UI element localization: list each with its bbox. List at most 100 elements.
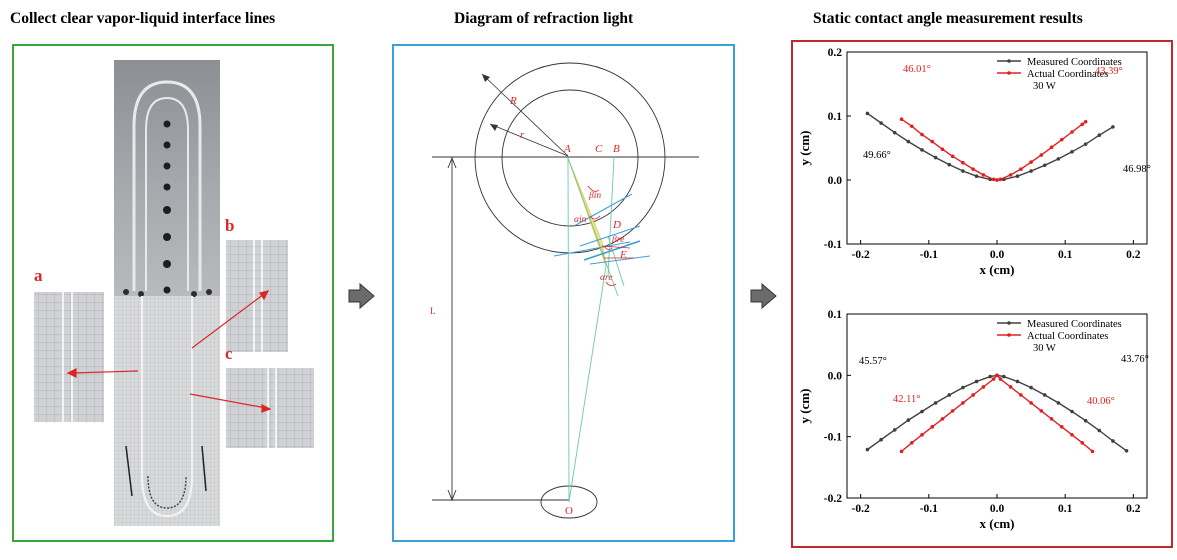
data-point [930, 425, 935, 429]
data-point [1070, 433, 1074, 437]
legend-entry: Measured Coordinates [1027, 57, 1122, 68]
label-alpha-re: αre [600, 273, 613, 283]
data-point [950, 154, 955, 159]
y-tick-label: 0.0 [828, 175, 843, 187]
data-point [906, 418, 911, 422]
flow-arrow-1 [348, 282, 375, 310]
data-point [1097, 428, 1102, 433]
x-tick-label: -0.1 [920, 249, 938, 261]
legend-marker [1007, 59, 1011, 63]
label-D: D [612, 219, 621, 231]
y-tick-label: 0.0 [828, 370, 843, 382]
data-point [1019, 167, 1023, 171]
data-point [1049, 145, 1054, 150]
data-point [1080, 441, 1085, 445]
data-point [930, 139, 935, 144]
data-point [981, 173, 986, 177]
data-point [947, 393, 952, 397]
data-point [961, 385, 965, 390]
data-point [1070, 150, 1074, 154]
data-point [991, 177, 996, 182]
data-point [1097, 133, 1102, 137]
label-alpha-in: αin [574, 215, 587, 225]
y-tick-label: -0.1 [824, 239, 842, 251]
label-B: B [613, 143, 620, 155]
data-point [961, 401, 965, 405]
data-point [1070, 409, 1074, 414]
data-point [1015, 379, 1020, 384]
data-point [971, 393, 975, 397]
data-point [933, 401, 938, 405]
legend-entry: Actual Coordinates [1027, 331, 1108, 342]
data-point [1039, 409, 1044, 413]
angle-annotation: 46.98° [1123, 164, 1151, 175]
data-point [1029, 169, 1033, 173]
legend-marker [1007, 71, 1011, 75]
angle-annotation: 43.76° [1121, 354, 1149, 365]
y-tick-label: 0.1 [828, 309, 843, 321]
x-tick-label: 0.2 [1126, 503, 1141, 515]
data-point [1008, 173, 1013, 177]
data-point [995, 373, 999, 378]
angle-annotation: 49.66° [863, 150, 891, 161]
data-point [947, 162, 952, 167]
data-point [1056, 401, 1061, 405]
label-beta-re: βre [611, 235, 624, 245]
data-point [1083, 142, 1088, 146]
right-panel-title: Static contact angle measurement results [813, 10, 1083, 27]
middle-panel-title: Diagram of refraction light [454, 10, 634, 27]
data-point [909, 441, 914, 445]
data-point [940, 147, 945, 152]
angle-annotation: 43.39° [1095, 66, 1123, 77]
legend-marker [1007, 321, 1011, 325]
y-tick-label: -0.1 [824, 432, 842, 444]
data-point [933, 155, 938, 160]
left-panel: a b c [12, 44, 334, 542]
inset-label-a: a [34, 266, 43, 285]
x-tick-label: -0.2 [852, 249, 870, 261]
data-point [1042, 163, 1047, 168]
data-point [1042, 393, 1047, 397]
data-point [1008, 385, 1013, 389]
data-point [1029, 401, 1033, 405]
data-point [998, 377, 1003, 381]
data-point [909, 124, 914, 129]
x-tick-label: -0.1 [920, 503, 938, 515]
angle-annotation: 46.01° [903, 64, 931, 75]
data-point [1083, 119, 1088, 124]
data-point [974, 379, 979, 384]
data-point [1111, 439, 1115, 443]
data-point [991, 377, 996, 381]
data-point [1080, 122, 1085, 127]
data-point [1059, 137, 1064, 142]
y-tick-label: -0.2 [824, 493, 842, 505]
x-tick-label: 0.0 [990, 503, 1005, 515]
data-point [1029, 385, 1033, 390]
inset-label-b: b [225, 216, 235, 235]
y-tick-label: 0.1 [828, 111, 843, 123]
label-O: O [565, 505, 573, 517]
data-point [1039, 153, 1044, 157]
data-point [995, 178, 999, 182]
series-line-2 [901, 374, 1093, 452]
angle-annotation: 40.06° [1087, 396, 1115, 407]
data-point [865, 111, 870, 116]
legend-entry: 30 W [1033, 343, 1056, 354]
x-tick-label: 0.0 [990, 249, 1005, 261]
photo-composite [34, 60, 314, 526]
label-r: r [520, 129, 525, 141]
legend-entry: 30 W [1033, 81, 1056, 92]
data-point [1111, 125, 1115, 129]
label-L: L [430, 306, 436, 316]
data-point [988, 374, 992, 379]
refraction-diagram: R r A C B βin αin D βre E αre L O [430, 62, 699, 519]
label-R: R [509, 95, 517, 107]
data-point [940, 417, 945, 421]
data-point [920, 148, 924, 152]
data-point [961, 160, 965, 165]
y-axis-label: y (cm) [797, 388, 812, 423]
data-point [899, 117, 904, 121]
inset-label-c: c [225, 344, 233, 363]
data-point [892, 428, 897, 432]
data-point [1056, 157, 1061, 161]
